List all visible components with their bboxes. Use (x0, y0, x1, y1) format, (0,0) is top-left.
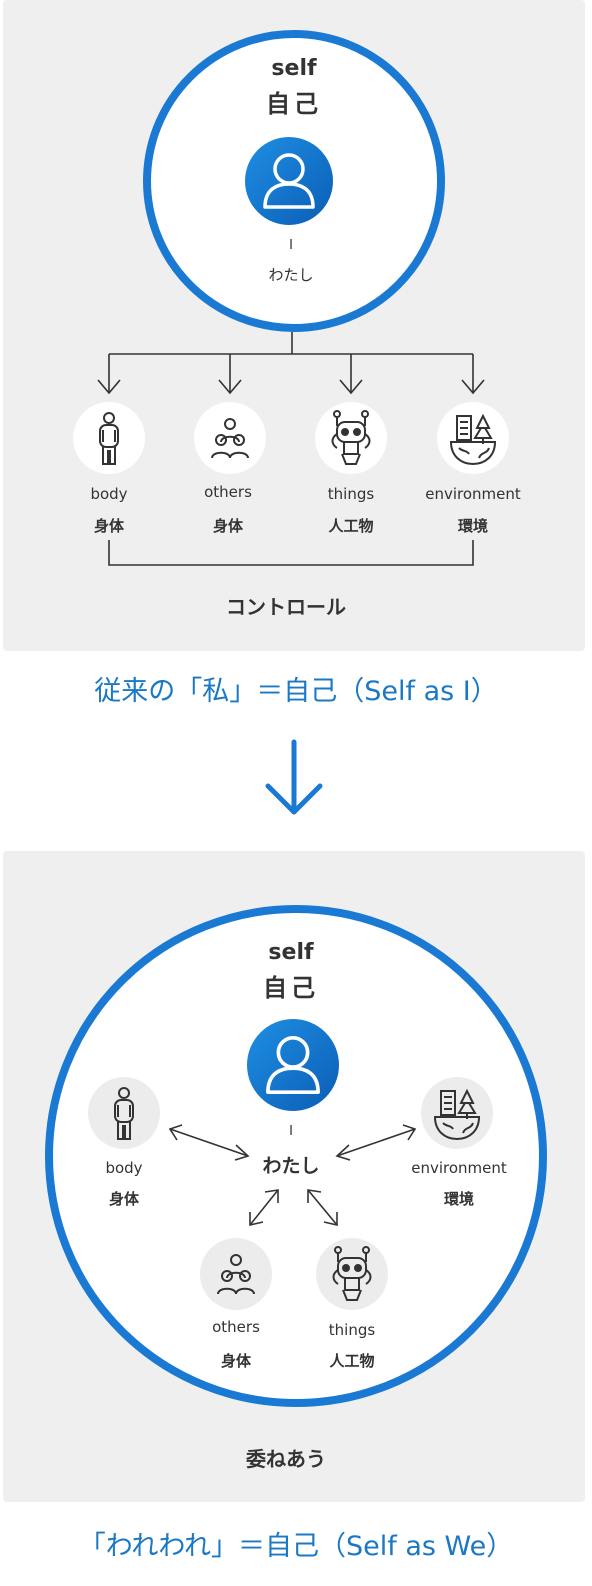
self-label: self (268, 940, 314, 965)
entrust-label: 委ねあう (246, 1447, 326, 1471)
body-icon (88, 1077, 160, 1149)
item-label: body (90, 485, 128, 503)
item-ja-label: 身体 (93, 517, 124, 535)
body-icon (73, 402, 145, 474)
robot-icon (316, 1238, 388, 1310)
environment-icon (421, 1077, 493, 1149)
self-ja-label: 自己 (266, 90, 322, 118)
item-ja-label: 人工物 (328, 517, 374, 535)
mutual-arrows (168, 1124, 417, 1227)
item-ja-label: 身体 (220, 1352, 251, 1370)
item-label: environment (411, 1159, 507, 1177)
user-icon (245, 137, 333, 225)
robot-icon (315, 402, 387, 474)
item-label: others (212, 1318, 260, 1336)
item-label: others (204, 483, 252, 501)
i-ja-label: わたし (268, 266, 314, 284)
item-ja-label: 人工物 (329, 1352, 375, 1370)
control-tree-connectors (97, 332, 485, 566)
others-icon (200, 1238, 272, 1310)
i-label: I (289, 1124, 293, 1139)
item-ja-label: 身体 (212, 517, 243, 535)
i-ja-label: わたし (262, 1155, 320, 1177)
self-circle (45, 905, 547, 1407)
self-label: self (271, 56, 317, 81)
item-label: body (105, 1159, 143, 1177)
down-arrow-icon (265, 739, 323, 815)
item-label: things (327, 485, 375, 503)
caption-self-as-we: 「われわれ」＝自己（Self as We） (78, 1531, 514, 1562)
control-label: コントロール (226, 595, 346, 619)
user-icon (247, 1019, 339, 1111)
item-ja-label: 環境 (443, 1190, 474, 1208)
item-label: things (328, 1321, 376, 1339)
i-label: I (289, 238, 293, 253)
others-icon (194, 402, 266, 474)
item-label: environment (425, 485, 521, 503)
item-ja-label: 身体 (108, 1190, 139, 1208)
item-ja-label: 環境 (457, 517, 488, 535)
environment-icon (437, 402, 509, 474)
caption-self-as-i: 従来の「私」＝自己（Self as I） (94, 676, 498, 707)
self-ja-label: 自己 (263, 974, 319, 1002)
